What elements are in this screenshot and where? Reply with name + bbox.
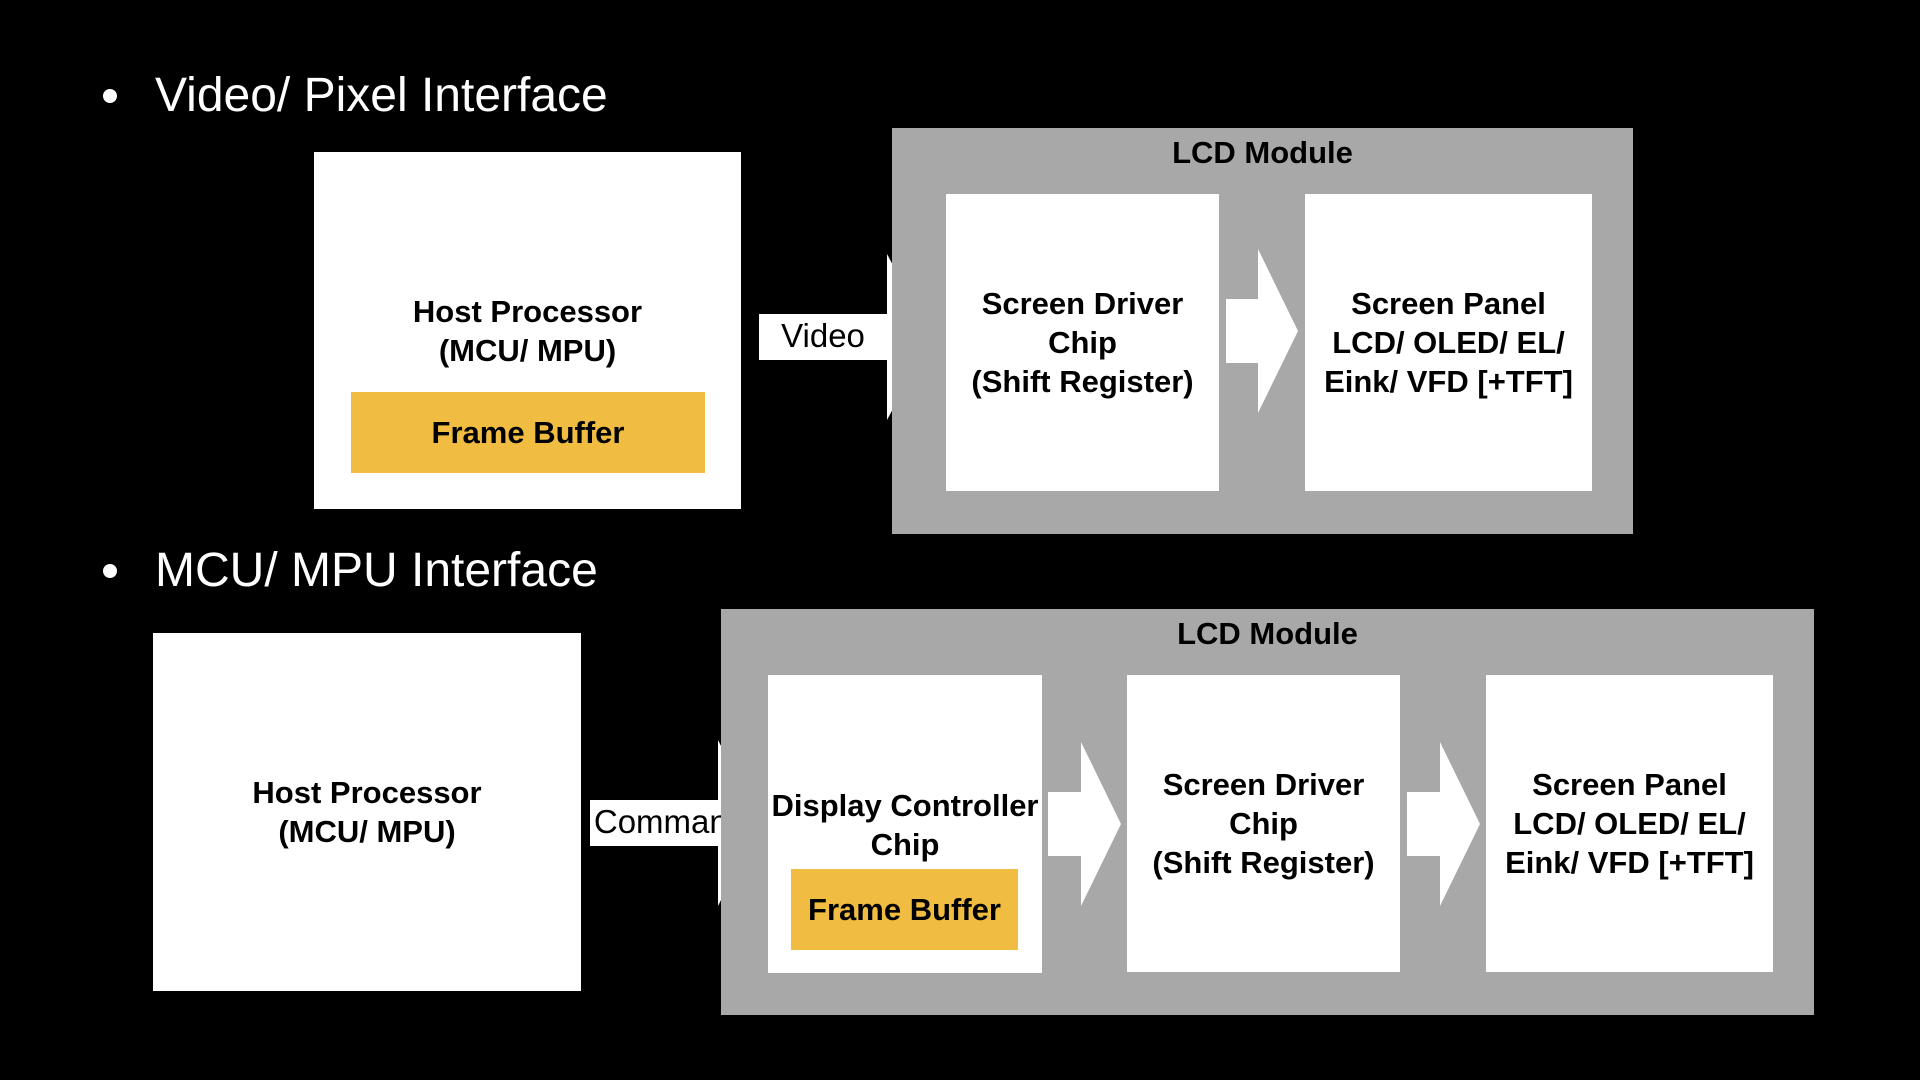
command-arrow-label: Command <box>593 803 747 840</box>
command-arrow <box>590 740 760 906</box>
bullet-dot <box>103 88 117 103</box>
host-processor-label: Host Processor (MCU/ MPU) <box>412 294 643 368</box>
bullet-text: Video/ Pixel Interface <box>155 69 608 122</box>
lcd-module-title: LCD Module <box>1172 135 1353 170</box>
video-arrow-label: Video <box>781 317 865 354</box>
display-controller-chip: Display Controller Chip Frame Buffer <box>768 675 1042 973</box>
bullet-text: MCU/ MPU Interface <box>155 544 598 597</box>
screen-driver-label: Screen Driver Chip (Shift Register) <box>971 286 1194 399</box>
screen-driver-chip: Screen Driver Chip (Shift Register) <box>1127 675 1400 972</box>
lcd-module-title: LCD Module <box>1177 616 1358 651</box>
controller-to-driver-arrow <box>1048 742 1121 906</box>
video-arrow <box>759 254 931 420</box>
screen-panel-label: Screen Panel LCD/ OLED/ EL/ Eink/ VFD [+… <box>1324 286 1573 399</box>
screen-panel-label: Screen Panel LCD/ OLED/ EL/ Eink/ VFD [+… <box>1505 767 1754 880</box>
display-controller-label: Display Controller Chip <box>771 788 1039 862</box>
frame-buffer: Frame Buffer <box>791 869 1018 950</box>
bullet-video-pixel-interface: Video/ Pixel Interface <box>103 68 608 123</box>
screen-driver-chip: Screen Driver Chip (Shift Register) <box>946 194 1219 491</box>
driver-to-panel-arrow <box>1407 742 1480 906</box>
screen-panel: Screen Panel LCD/ OLED/ EL/ Eink/ VFD [+… <box>1486 675 1773 972</box>
bullet-dot <box>103 563 117 578</box>
host-processor-box: Host Processor (MCU/ MPU) Frame Buffer <box>314 152 741 509</box>
driver-to-panel-arrow <box>1226 249 1298 413</box>
frame-buffer: Frame Buffer <box>351 392 705 473</box>
bullet-mcu-mpu-interface: MCU/ MPU Interface <box>103 543 598 598</box>
screen-panel: Screen Panel LCD/ OLED/ EL/ Eink/ VFD [+… <box>1305 194 1592 491</box>
screen-driver-label: Screen Driver Chip (Shift Register) <box>1152 767 1375 880</box>
host-processor-box: Host Processor (MCU/ MPU) <box>153 633 581 991</box>
host-processor-label: Host Processor (MCU/ MPU) <box>252 775 482 849</box>
